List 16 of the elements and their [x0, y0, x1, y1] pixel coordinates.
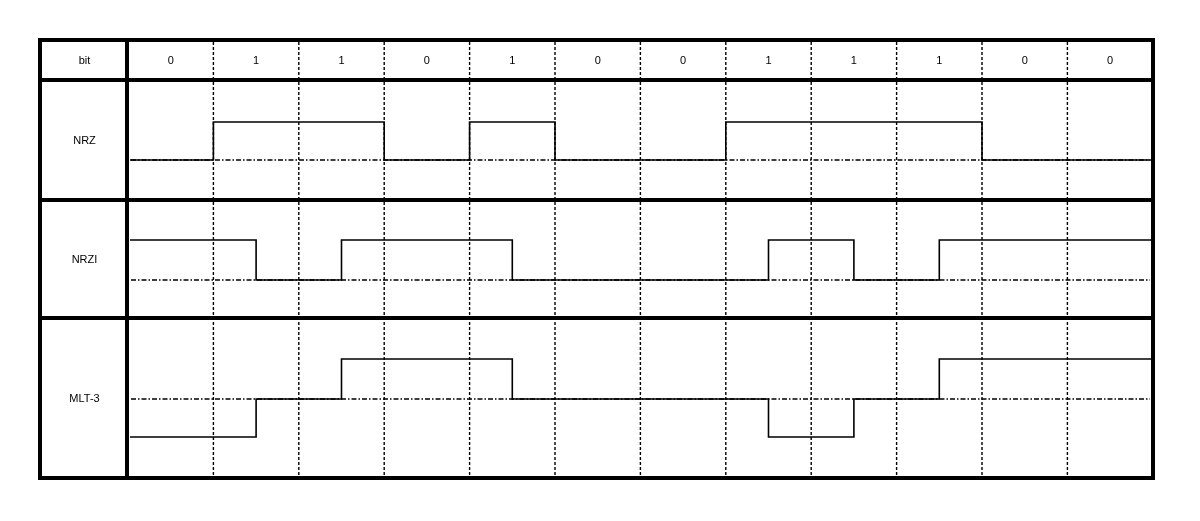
bit-value: 1 — [936, 53, 943, 67]
bit-value: 1 — [765, 53, 772, 67]
bit-value: 1 — [253, 53, 260, 67]
row-label: NRZI — [71, 252, 98, 266]
bit-value: 1 — [850, 53, 857, 67]
bit-value: 0 — [423, 53, 430, 67]
row-label: MLT-3 — [69, 391, 100, 405]
bit-value: 1 — [509, 53, 516, 67]
bit-value: 0 — [1107, 53, 1114, 67]
bit-value: 0 — [594, 53, 601, 67]
column-header: bit — [78, 53, 91, 67]
bit-value: 0 — [167, 53, 174, 67]
bit-value: 1 — [338, 53, 345, 67]
row-label: NRZ — [73, 133, 96, 147]
bit-value: 0 — [1021, 53, 1028, 67]
bit-value: 0 — [680, 53, 687, 67]
